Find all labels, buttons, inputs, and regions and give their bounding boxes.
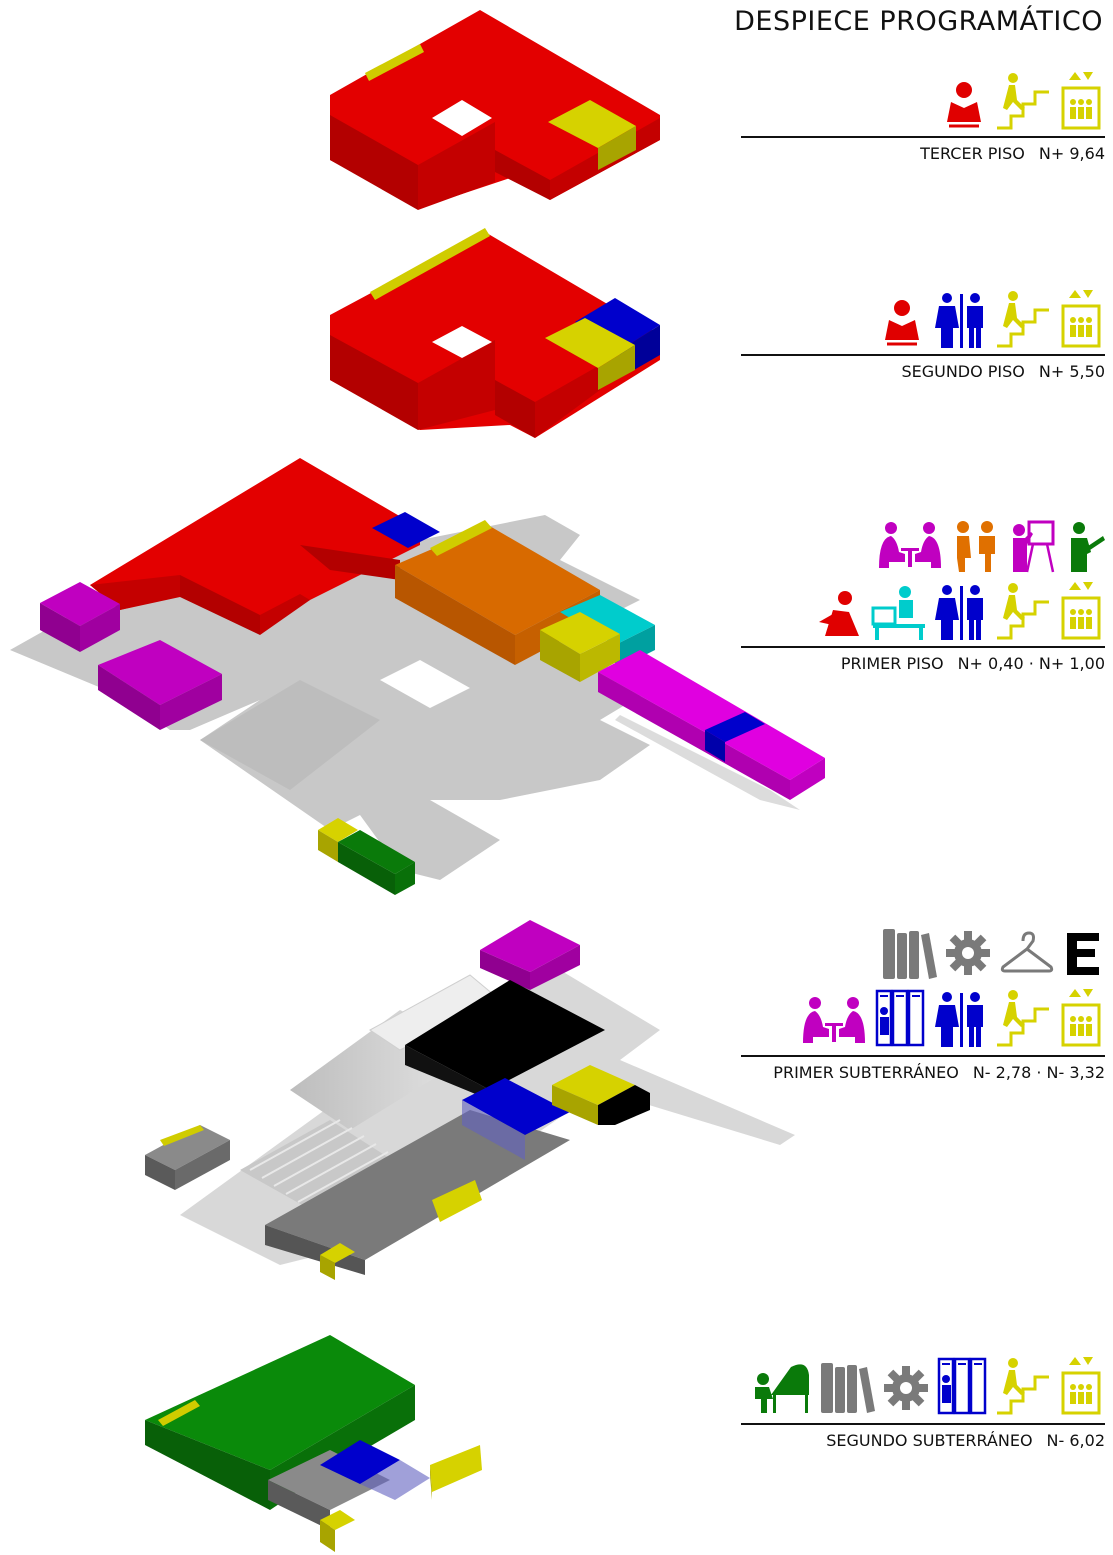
- icon-row: [815, 580, 1105, 642]
- level-name: SEGUNDO PISO: [901, 362, 1024, 381]
- chat-icon: [951, 518, 1001, 574]
- level-rule: [741, 354, 1105, 356]
- level-segundo-subterraneo: SEGUNDO SUBTERRÁNEO N- 6,02: [741, 1355, 1105, 1455]
- elevator-icon: [1057, 580, 1105, 642]
- segundo-piso-volume: [330, 228, 660, 438]
- segundo-subterraneo-volume: [145, 1335, 482, 1552]
- reading-icon: [877, 290, 927, 350]
- restroom-icon: [933, 582, 989, 642]
- level-tercer-piso: TERCER PISO N+ 9,64: [741, 70, 1105, 170]
- meeting-icon: [875, 518, 945, 574]
- stairs-icon: [995, 580, 1051, 642]
- gear-icon: [943, 925, 993, 981]
- level-primer-subterraneo: PRIMER SUBTERRÁNEO N- 2,78 · N- 3,32: [741, 925, 1105, 1090]
- level-elevation: N+ 5,50: [1039, 362, 1105, 381]
- elevator-icon: [1057, 1355, 1105, 1417]
- parking-e-icon: [1061, 925, 1105, 981]
- level-elevation: N- 6,02: [1047, 1431, 1105, 1450]
- page-title: DESPIECE PROGRAMÁTICO: [734, 6, 1103, 37]
- hanger-icon: [999, 925, 1055, 981]
- icon-row: [799, 987, 1105, 1049]
- restroom-icon: [933, 989, 989, 1049]
- level-elevation: N- 2,78 · N- 3,32: [973, 1063, 1105, 1082]
- icon-row: [939, 70, 1105, 132]
- level-elevation: N+ 9,64: [1039, 144, 1105, 163]
- stairs-icon: [995, 70, 1051, 132]
- icon-row: [877, 288, 1105, 350]
- restroom-icon: [933, 290, 989, 350]
- tercer-piso-volume: [330, 10, 660, 210]
- presentation-icon: [1007, 518, 1057, 574]
- level-segundo-piso: SEGUNDO PISO N+ 5,50: [741, 288, 1105, 388]
- computer-icon: [871, 582, 927, 642]
- level-elevation: N+ 0,40 · N+ 1,00: [958, 654, 1105, 673]
- level-label: SEGUNDO PISO N+ 5,50: [901, 362, 1105, 381]
- meeting-icon: [799, 993, 869, 1049]
- archive-icon: [819, 1359, 875, 1417]
- level-name: PRIMER SUBTERRÁNEO: [773, 1063, 959, 1082]
- elevator-icon: [1057, 288, 1105, 350]
- level-rule: [741, 1055, 1105, 1057]
- level-label: PRIMER SUBTERRÁNEO N- 2,78 · N- 3,32: [773, 1063, 1105, 1082]
- reading-floor-icon: [815, 582, 865, 642]
- stairs-icon: [995, 288, 1051, 350]
- level-rule: [741, 646, 1105, 648]
- stairs-icon: [995, 1355, 1051, 1417]
- level-primer-piso: PRIMER PISO N+ 0,40 · N+ 1,00: [741, 518, 1105, 678]
- level-name: TERCER PISO: [920, 144, 1025, 163]
- elevator-icon: [1057, 70, 1105, 132]
- primer-subterraneo-volume: [145, 920, 795, 1280]
- level-rule: [741, 1423, 1105, 1425]
- archive-icon: [881, 925, 937, 981]
- level-label: TERCER PISO N+ 9,64: [920, 144, 1105, 163]
- level-rule: [741, 136, 1105, 138]
- gear-icon: [881, 1359, 931, 1417]
- level-label: PRIMER PISO N+ 0,40 · N+ 1,00: [841, 654, 1105, 673]
- piano-icon: [751, 1355, 813, 1417]
- guitar-icon: [1063, 518, 1105, 574]
- primer-piso-volume: [10, 458, 825, 895]
- lockers-icon: [937, 1357, 989, 1417]
- level-name: PRIMER PISO: [841, 654, 944, 673]
- level-label: SEGUNDO SUBTERRÁNEO N- 6,02: [826, 1431, 1105, 1450]
- icon-row: [881, 925, 1105, 981]
- reading-icon: [939, 72, 989, 132]
- icon-row: [875, 518, 1105, 574]
- icon-row: [751, 1355, 1105, 1417]
- elevator-icon: [1057, 987, 1105, 1049]
- lockers-icon: [875, 989, 927, 1049]
- level-name: SEGUNDO SUBTERRÁNEO: [826, 1431, 1032, 1450]
- stairs-icon: [995, 987, 1051, 1049]
